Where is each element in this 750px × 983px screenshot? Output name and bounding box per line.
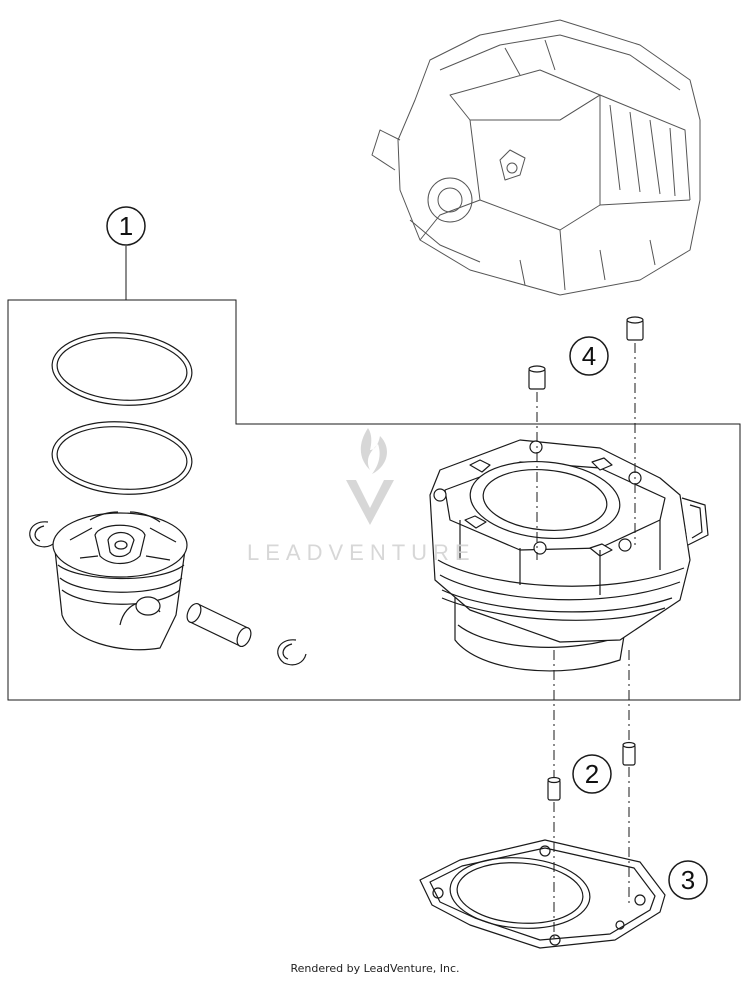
dowel-pin-top-left [528, 365, 546, 390]
dowel-pin-top-right [626, 316, 644, 341]
piston-ring-upper [51, 332, 193, 406]
flame-icon [360, 428, 387, 474]
circlip-right [277, 639, 307, 666]
callout-1-label: 1 [119, 211, 133, 241]
leadventure-watermark: LEADVENTURE [247, 428, 476, 565]
callout-2-label: 2 [585, 759, 599, 789]
chevron-logo-icon [346, 480, 394, 525]
footer-credit: Rendered by LeadVenture, Inc. [290, 962, 460, 975]
kit-boundary [7, 246, 741, 701]
piston [52, 511, 188, 651]
callout-3-label: 3 [681, 865, 695, 895]
callout-4-label: 4 [582, 341, 596, 371]
watermark-text: LEADVENTURE [247, 540, 476, 565]
dowel-pin-bottom-right [622, 741, 636, 766]
callout-2: 2 [572, 754, 612, 794]
dowel-pin-bottom-left [547, 776, 561, 801]
callout-4: 4 [569, 336, 609, 376]
cylinder-head [371, 19, 701, 296]
piston-ring-lower [51, 421, 193, 495]
callout-3: 3 [668, 860, 708, 900]
callout-1: 1 [106, 206, 146, 246]
assembly-lines [536, 343, 636, 940]
piston-pin [186, 602, 252, 648]
cylinder [429, 439, 709, 672]
cylinder-base-gasket [419, 839, 666, 949]
